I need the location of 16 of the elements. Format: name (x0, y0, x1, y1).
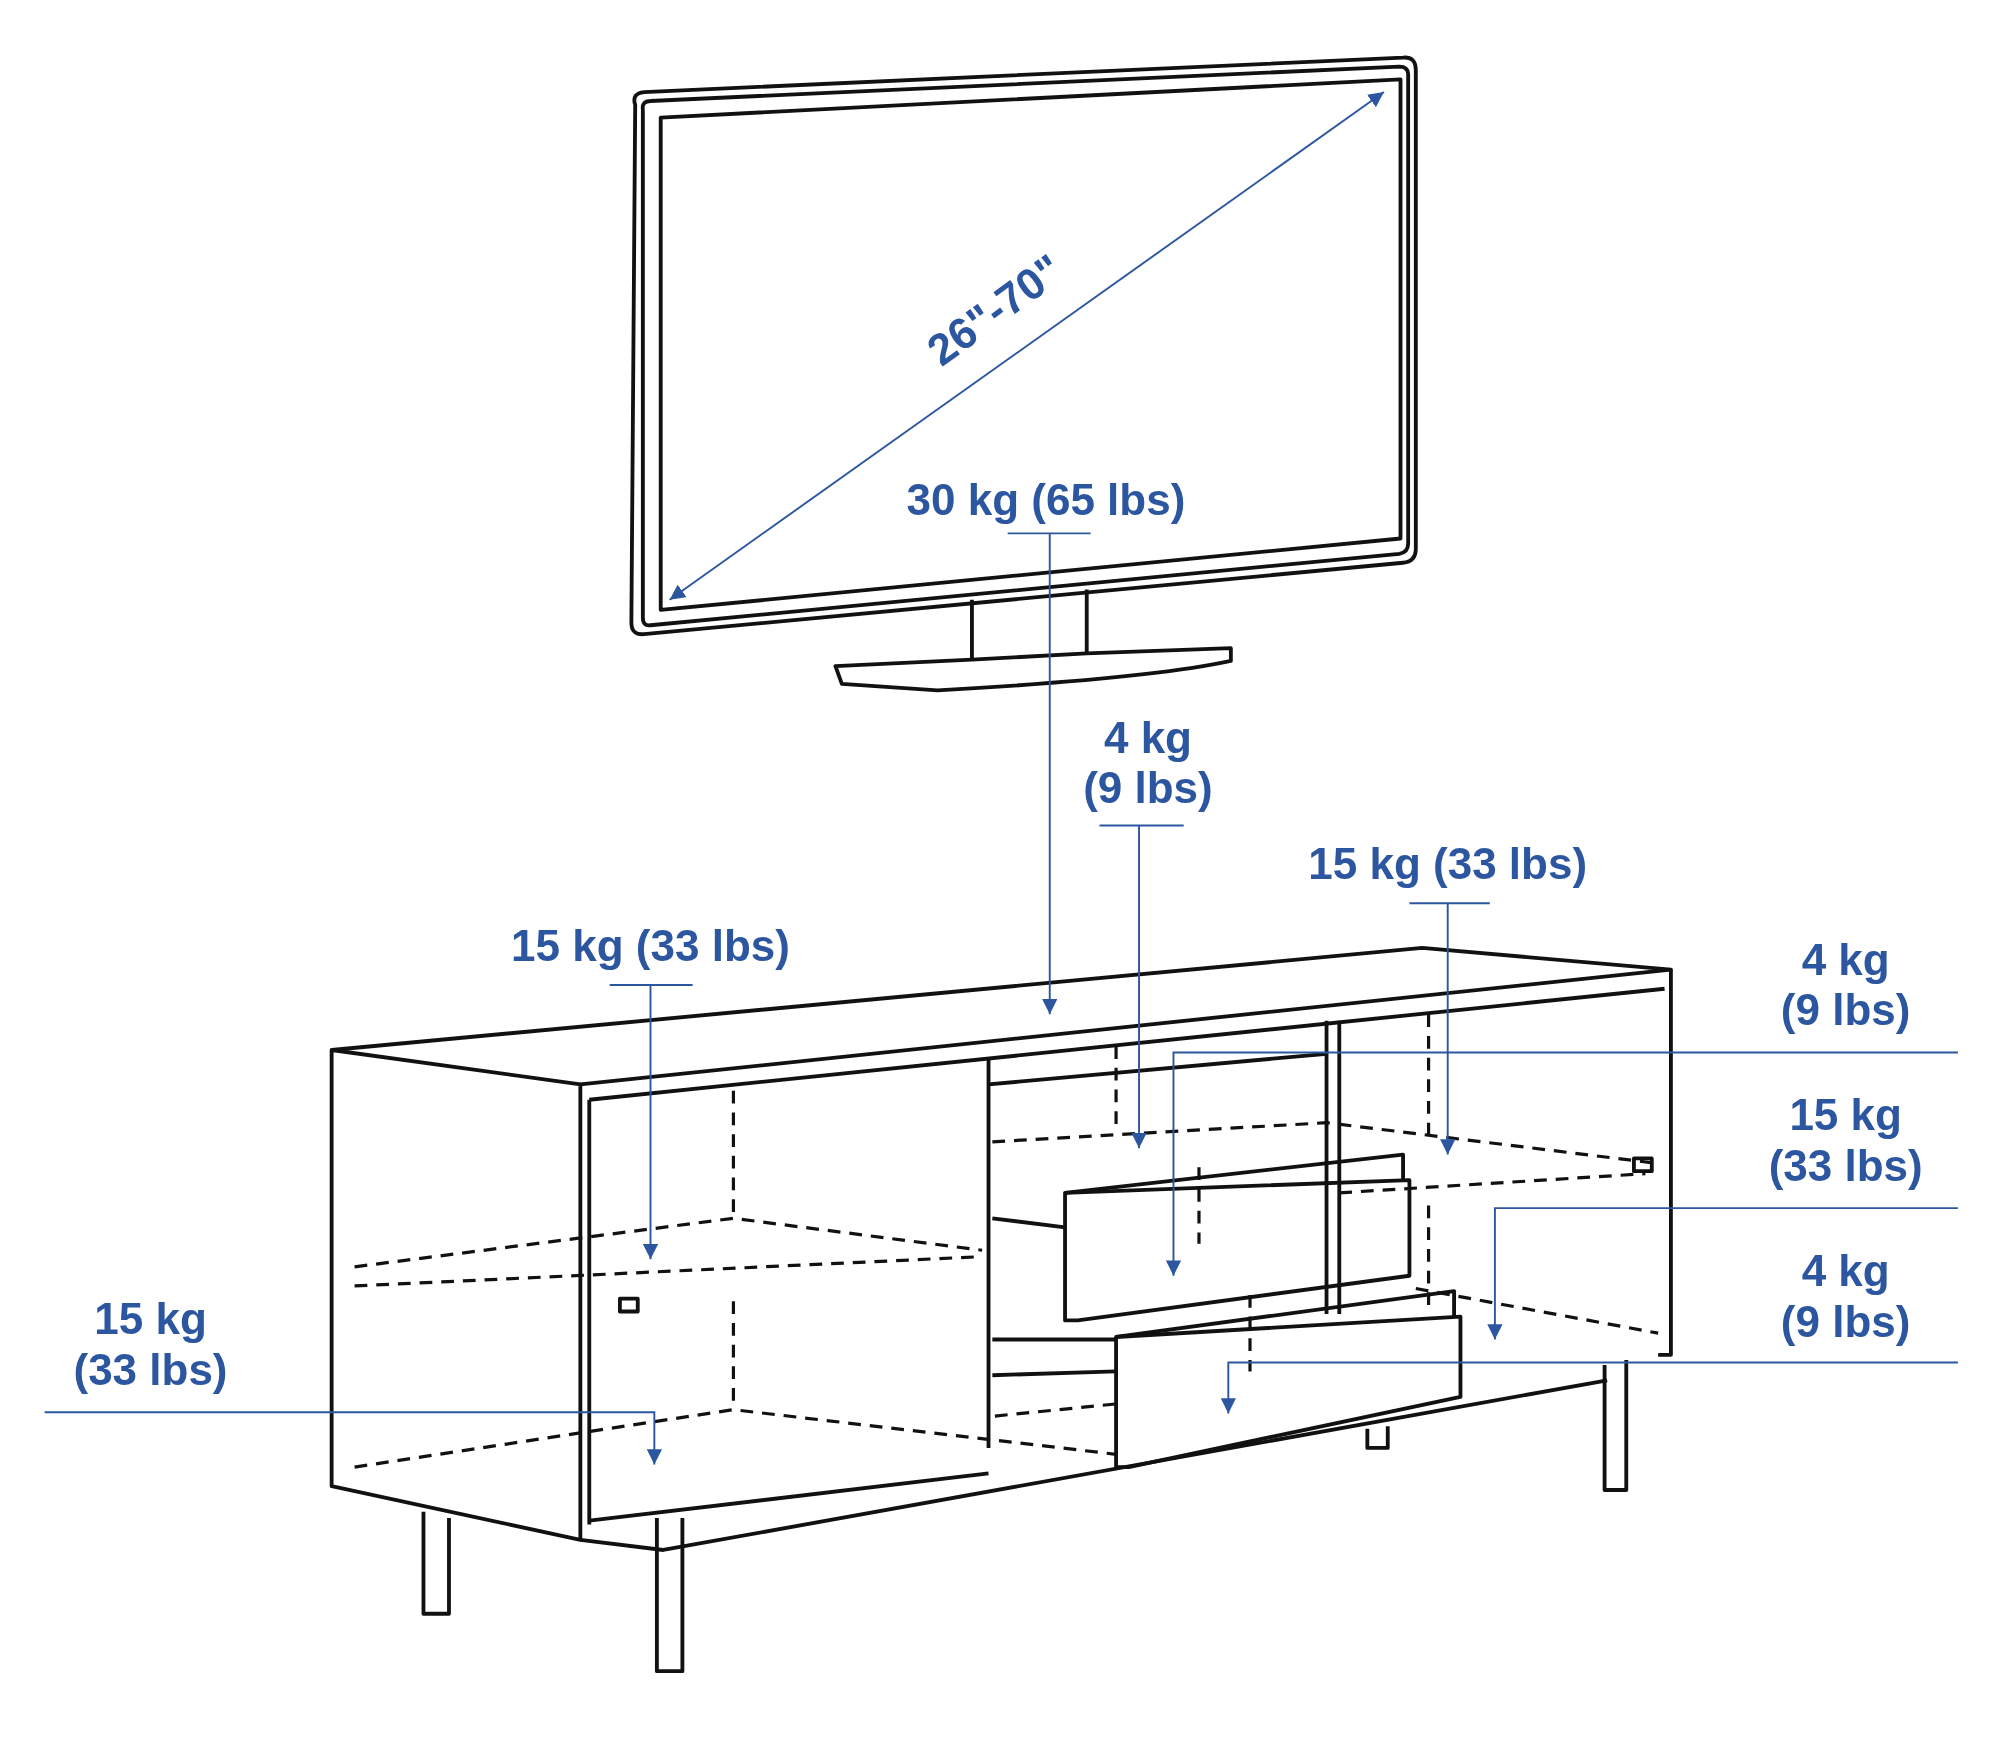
load-label: 30 kg (65 lbs) (906, 474, 1186, 526)
load-label: 15 kg (33 lbs) (1308, 839, 1588, 891)
leader-line (1408, 902, 1491, 1156)
leader-line (1220, 1361, 1959, 1415)
load-label: 4 kg (9 lbs) (1780, 1245, 1911, 1347)
leader-line (1006, 532, 1092, 1016)
leader-line (1165, 1051, 1959, 1277)
load-label: 4 kg (9 lbs) (1083, 712, 1213, 814)
load-label: 15 kg (33 lbs) (1768, 1090, 1923, 1192)
leader-line (43, 1411, 662, 1466)
leader-line (1487, 1207, 1959, 1341)
load-label: 15 kg (33 lbs) (511, 921, 790, 972)
load-label: 15 kg (33 lbs) (73, 1294, 228, 1396)
leader-line (608, 983, 694, 1261)
load-label: 4 kg (9 lbs) (1780, 934, 1911, 1036)
leader-line (1098, 824, 1185, 1150)
